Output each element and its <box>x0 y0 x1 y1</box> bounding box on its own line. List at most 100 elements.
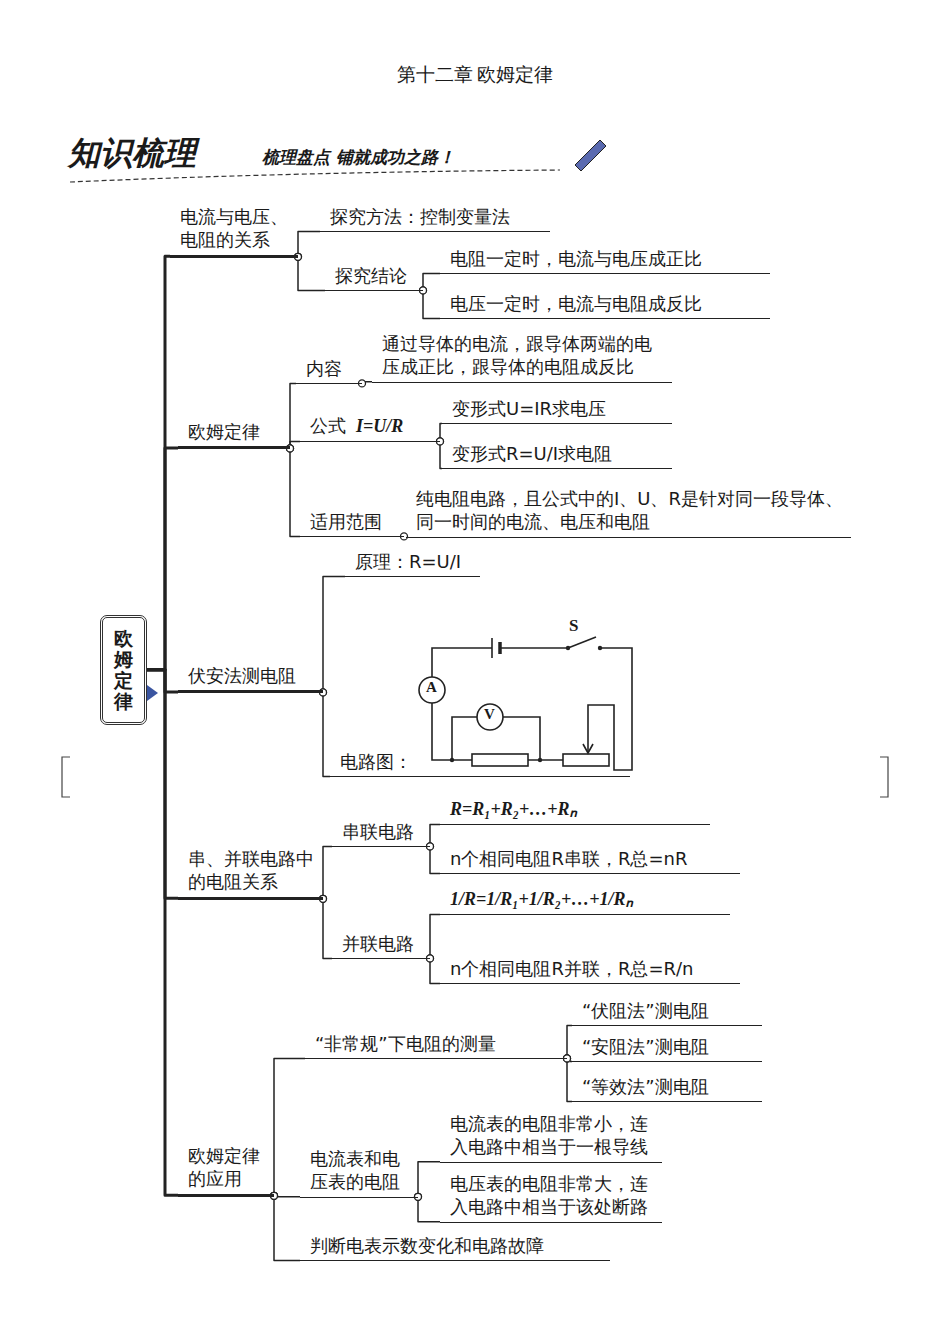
topic-item: 1/R=1/R₁+1/R₂+…+1/Rₙ <box>440 885 730 915</box>
junction-dot <box>427 955 434 962</box>
branch-connector <box>323 846 332 898</box>
branch-connector <box>298 257 325 291</box>
branch-topic: 欧姆定律 <box>178 418 290 449</box>
wire <box>588 648 632 770</box>
branch-connector <box>323 899 332 959</box>
switch-contact <box>566 646 570 650</box>
branch-connector <box>423 290 440 318</box>
branch-connector <box>147 448 178 670</box>
topic-item: 电阻一定时，电流与电压成正比 <box>440 245 770 274</box>
node-text: 伏安法测电阻 <box>188 665 296 686</box>
topic-item: 电流表和电压表的电阻 <box>300 1145 418 1198</box>
voltmeter-symbol <box>477 704 503 730</box>
topic-item: 纯电阻电路，且公式中的I、U、R是针对同一段导体、同一时间的电流、电压和电阻 <box>406 485 851 538</box>
junction-dot <box>538 758 542 762</box>
branch-connector <box>274 1058 305 1195</box>
branch-connector <box>323 692 330 776</box>
topic-item: 判断电表示数变化和电路故障 <box>300 1232 610 1261</box>
topic-item: 串联电路 <box>332 818 430 847</box>
junction-dot <box>415 1193 422 1200</box>
topic-item: 探究结论 <box>325 262 423 291</box>
wire <box>432 648 492 677</box>
topic-item: “伏阻法”测电阻 <box>572 997 762 1026</box>
node-text: “伏阻法”测电阻 <box>582 1000 709 1021</box>
node-text: 电压表的电阻非常大，连入电路中相当于该处断路 <box>450 1173 648 1217</box>
rheostat-symbol <box>563 754 609 766</box>
node-text: n个相同电阻R并联，R总=R/n <box>450 958 693 979</box>
formula-text: R=R₁+R₂+…+Rₙ <box>450 799 577 819</box>
branch-connector <box>147 670 178 1196</box>
topic-item: n个相同电阻R并联，R总=R/n <box>440 955 740 984</box>
meter-label: V <box>484 706 495 723</box>
topic-item: 变形式U=IR求电压 <box>442 395 672 424</box>
node-text: 内容 <box>306 358 342 379</box>
node-text: 电流表的电阻非常小，连入电路中相当于一根导线 <box>450 1113 648 1157</box>
node-text: 串联电路 <box>342 821 414 842</box>
junction-dot <box>359 380 366 387</box>
switch-contact <box>598 646 602 650</box>
branch-connector <box>147 256 170 670</box>
branch-connector <box>298 231 320 256</box>
node-text: 探究结论 <box>335 265 407 286</box>
topic-item: 并联电路 <box>332 930 430 959</box>
node-text: 公式 <box>310 415 346 436</box>
node-text: 电阻一定时，电流与电压成正比 <box>450 248 702 269</box>
formula-text: 1/R=1/R₁+1/R₂+…+1/Rₙ <box>450 889 633 909</box>
topic-item: 变形式R=U/I求电阻 <box>442 440 672 469</box>
branch-connector <box>290 448 300 536</box>
branch-connector <box>430 914 440 958</box>
node-text: 欧姆定律 <box>114 628 133 712</box>
junction-dot <box>420 287 427 294</box>
junction-dot <box>564 1055 571 1062</box>
switch-blade <box>568 637 596 648</box>
branch-connector <box>323 576 345 692</box>
node-text: 电流与电压、电阻的关系 <box>180 206 288 250</box>
section-slogan: 梳理盘点 铺就成功之路！ <box>262 146 455 169</box>
node-text: 变形式R=U/I求电阻 <box>452 443 612 464</box>
junction-dot <box>420 287 427 294</box>
formula-text: I=U/R <box>356 416 403 436</box>
junction-dot <box>427 955 434 962</box>
branch-topic: 欧姆定律的应用 <box>178 1142 274 1197</box>
topic-item: 探究方法：控制变量法 <box>320 203 550 232</box>
junction-dot <box>437 438 444 445</box>
node-text: “非常规”下电阻的测量 <box>315 1033 496 1054</box>
topic-item: R=R₁+R₂+…+Rₙ <box>440 795 710 825</box>
branch-topic: 伏安法测电阻 <box>178 662 323 693</box>
junction-dot <box>427 843 434 850</box>
node-text: 纯电阻电路，且公式中的I、U、R是针对同一段导体、同一时间的电流、电压和电阻 <box>416 488 843 532</box>
section-heading: 知识梳理 <box>68 132 196 176</box>
branch-topic: 串、并联电路中的电阻关系 <box>178 845 323 900</box>
wire <box>503 717 540 760</box>
topic-item: 公式 I=U/R <box>300 412 440 442</box>
node-text: 探究方法：控制变量法 <box>330 206 510 227</box>
meter-label: A <box>426 679 437 696</box>
node-text: “等效法”测电阻 <box>582 1076 709 1097</box>
node-text: 电路图： <box>340 751 412 772</box>
topic-item: 电压一定时，电流与电阻成反比 <box>440 290 770 319</box>
corner-bracket <box>62 757 70 797</box>
junction-dot <box>427 843 434 850</box>
topic-item: 电路图： <box>330 748 630 777</box>
switch-label: S <box>569 616 578 636</box>
topic-item: 原理：R=U/I <box>345 548 480 577</box>
wire <box>528 759 563 761</box>
junction-dot <box>437 438 444 445</box>
topic-item: n个相同电阻R串联，R总=nR <box>440 845 740 874</box>
junction-dot <box>564 1055 571 1062</box>
node-text: 适用范围 <box>310 511 382 532</box>
node-text: 通过导体的电流，跟导体两端的电压成正比，跟导体的电阻成反比 <box>382 333 652 377</box>
topic-item: “非常规”下电阻的测量 <box>305 1030 567 1059</box>
node-text: 并联电路 <box>342 933 414 954</box>
topic-item: “等效法”测电阻 <box>572 1073 762 1102</box>
node-text: 判断电表示数变化和电路故障 <box>310 1235 544 1256</box>
junction-dot <box>401 533 408 540</box>
branch-connector <box>147 670 178 899</box>
node-text: 串、并联电路中的电阻关系 <box>188 848 314 892</box>
topic-item: 电压表的电阻非常大，连入电路中相当于该处断路 <box>440 1170 662 1223</box>
wire <box>452 717 477 760</box>
topic-item: 内容 <box>296 355 362 384</box>
wire <box>500 647 568 649</box>
topic-item: 通过导体的电流，跟导体两端的电压成正比，跟导体的电阻成反比 <box>372 330 672 383</box>
battery-plate <box>491 638 493 658</box>
